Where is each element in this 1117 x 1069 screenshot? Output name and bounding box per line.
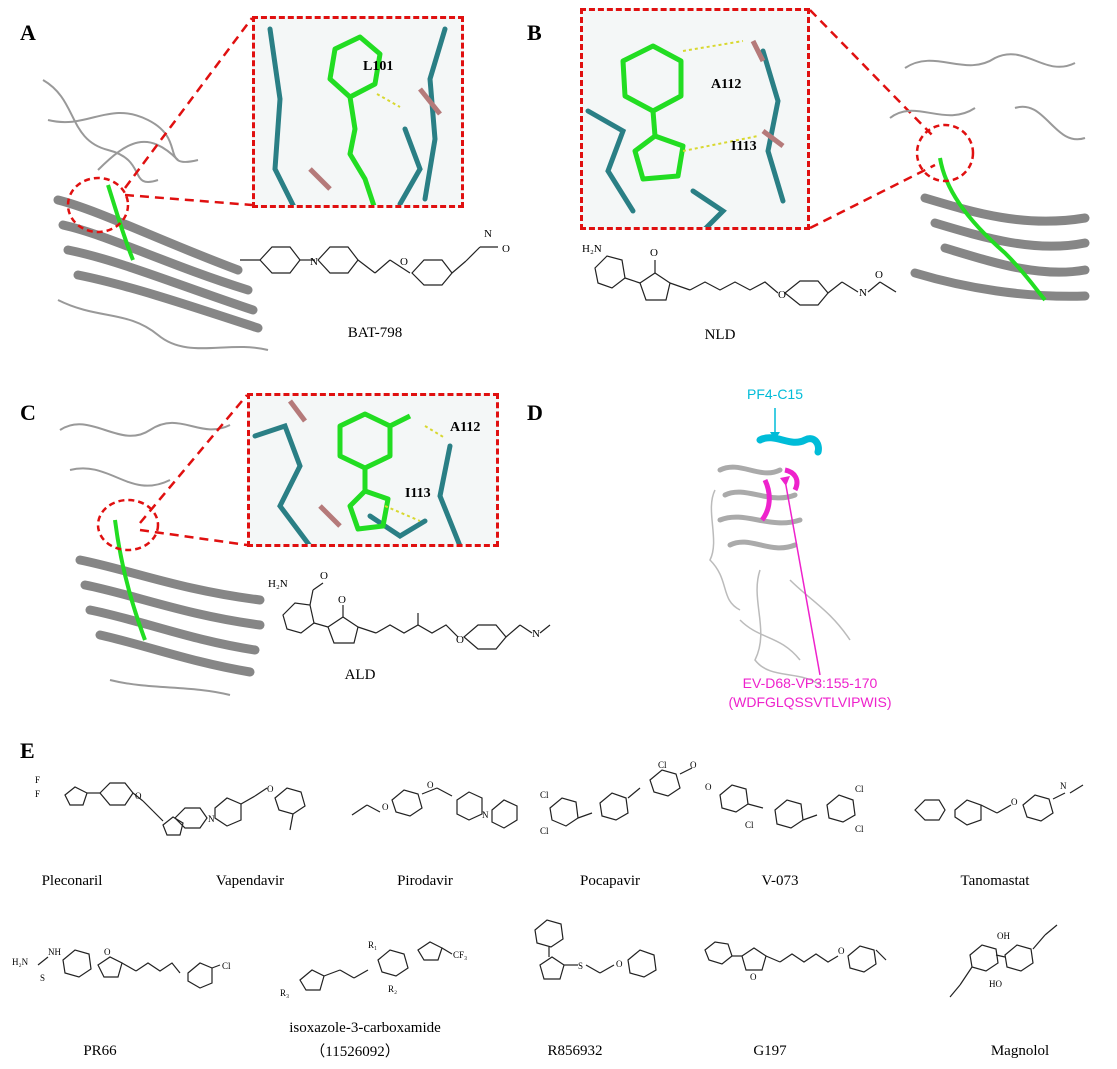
v073-cl3-atom: Cl <box>855 824 864 834</box>
magnolol-ho: HO <box>989 979 1002 989</box>
compound-label-pleconaril: Pleconaril <box>41 873 103 889</box>
pleconaril-f-atom: F <box>35 775 40 785</box>
isoxazole-structure: R₃ R₁ R₂ CF₃ <box>280 940 467 998</box>
pirodavir-o2-atom: O <box>427 780 434 790</box>
panel-a-residue-label: L101 <box>363 59 394 74</box>
compound-label-magnolol: Magnolol <box>990 1043 1050 1059</box>
panel-c-residue2-label: I113 <box>405 486 431 501</box>
panel-d-vp3-label: EV-D68-VP3:155-170 <box>742 675 878 691</box>
ald-n-atom: N <box>532 628 540 640</box>
pocapavir-o-atom: O <box>690 760 697 770</box>
pocapavir-structure: Cl Cl Cl O <box>540 760 697 836</box>
compound-label-isoxazole: isoxazole-3-carboxamide <box>289 1020 441 1036</box>
compound-label-g197: G197 <box>753 1043 787 1059</box>
panel-c-letter: C <box>20 400 36 425</box>
vapendavir-o-atom: O <box>267 784 274 794</box>
nld-o3-atom: O <box>875 269 883 281</box>
nld-h2n: H₂N <box>582 243 602 255</box>
pr66-h2n: H₂N <box>12 957 29 967</box>
panel-b-structure: H₂N O O N O <box>582 243 897 306</box>
bat-n-atom: N <box>310 256 318 268</box>
panel-c-compound-label: ALD <box>344 667 376 683</box>
bat-o-atom: O <box>400 256 408 268</box>
panel-a-protein <box>42 79 269 351</box>
isoxazole-r3: R₃ <box>280 988 289 998</box>
bat-o2-atom: O <box>502 243 510 255</box>
g197-o-atom: O <box>838 946 845 956</box>
pr66-o-atom: O <box>104 947 111 957</box>
g197-o2-atom: O <box>750 972 757 982</box>
pleconaril-o-atom: O <box>135 791 142 801</box>
compound-label-pocapavir: Pocapavir <box>580 873 640 889</box>
tanomastat-n-atom: N <box>1060 781 1067 791</box>
pirodavir-n-atom: N <box>482 810 489 820</box>
pr66-nh: NH <box>48 947 61 957</box>
v073-structure: O Cl Cl Cl <box>705 782 864 834</box>
nld-o-atom: O <box>650 247 658 259</box>
panel-b-residue1-label: A112 <box>711 77 742 92</box>
panel-c-structure: H₂N O O O N <box>268 570 551 650</box>
nld-o2-atom: O <box>778 289 786 301</box>
panel-a-letter: A <box>20 20 36 45</box>
pocapavir-cl3-atom: Cl <box>658 760 667 770</box>
pr66-s-atom: S <box>40 973 45 983</box>
isoxazole-r2: R₂ <box>388 984 397 994</box>
panel-e-letter: E <box>20 738 35 763</box>
pr66-structure: H₂N S NH O Cl <box>12 947 231 989</box>
g197-structure: O O <box>704 941 887 982</box>
ald-o2-atom: O <box>338 594 346 606</box>
vapendavir-structure: O N <box>174 784 306 831</box>
pocapavir-cl2-atom: Cl <box>540 826 549 836</box>
panel-b-residue2-label: I113 <box>731 139 757 154</box>
nld-n-atom: N <box>859 287 867 299</box>
v073-cl-atom: Cl <box>745 820 754 830</box>
panel-b-letter: B <box>527 20 542 45</box>
panel-a-zoom-box: L101 <box>252 16 464 208</box>
pocapavir-cl-atom: Cl <box>540 790 549 800</box>
v073-o-atom: O <box>705 782 712 792</box>
pr66-cl-atom: Cl <box>222 961 231 971</box>
compound-label-vapendavir: Vapendavir <box>215 873 285 889</box>
ald-o3-atom: O <box>456 634 464 646</box>
magnolol-structure: OH HO <box>949 924 1058 998</box>
pirodavir-structure: O O N <box>351 780 518 829</box>
panel-b-zoom-box: A112 I113 <box>580 8 810 230</box>
ald-o-atom: O <box>320 570 328 582</box>
panel-c-protein <box>59 421 265 696</box>
panel-d-letter: D <box>527 400 543 425</box>
isoxazole-r1: R₁ <box>368 940 377 950</box>
compound-label-tanomastat: Tanomastat <box>960 873 1030 889</box>
panel-d-pf4-label: PF4-C15 <box>746 386 804 402</box>
panel-b-protein <box>889 53 1090 302</box>
panel-b-compound-label: NLD <box>704 327 736 343</box>
r856932-o-atom: O <box>616 959 623 969</box>
panel-c-residue1-label: A112 <box>450 420 481 435</box>
pleconaril-f2-atom: F <box>35 789 40 799</box>
v073-cl2-atom: Cl <box>855 784 864 794</box>
panel-d-structure <box>709 408 851 686</box>
tanomastat-o-atom: O <box>1011 797 1018 807</box>
pleconaril-structure: F F O <box>35 775 184 836</box>
pirodavir-o-atom: O <box>382 802 389 812</box>
ald-h2n: H₂N <box>268 578 288 590</box>
compound-label-r856932: R856932 <box>547 1043 603 1059</box>
panel-d-vp3-sequence: (WDFGLQSSVTLVIPWIS) <box>728 694 892 710</box>
compound-label-pirodavir: Pirodavir <box>397 873 453 889</box>
panel-c-zoom-box: A112 I113 <box>247 393 499 547</box>
compound-label-isoxazole-id: （11526092） <box>310 1044 400 1060</box>
r856932-structure: S O <box>534 919 657 980</box>
r856932-s-atom: S <box>578 961 583 971</box>
magnolol-oh: OH <box>997 931 1010 941</box>
compound-label-v073: V-073 <box>761 873 799 889</box>
compound-label-pr66: PR66 <box>83 1043 117 1059</box>
vapendavir-n-atom: N <box>208 814 215 824</box>
panel-a-structure: N O N O <box>240 228 510 286</box>
panel-a-compound-label: BAT-798 <box>347 325 403 341</box>
tanomastat-structure: O N <box>914 781 1084 826</box>
bat-n2-atom: N <box>484 228 492 240</box>
isoxazole-cf3: CF₃ <box>453 950 467 960</box>
